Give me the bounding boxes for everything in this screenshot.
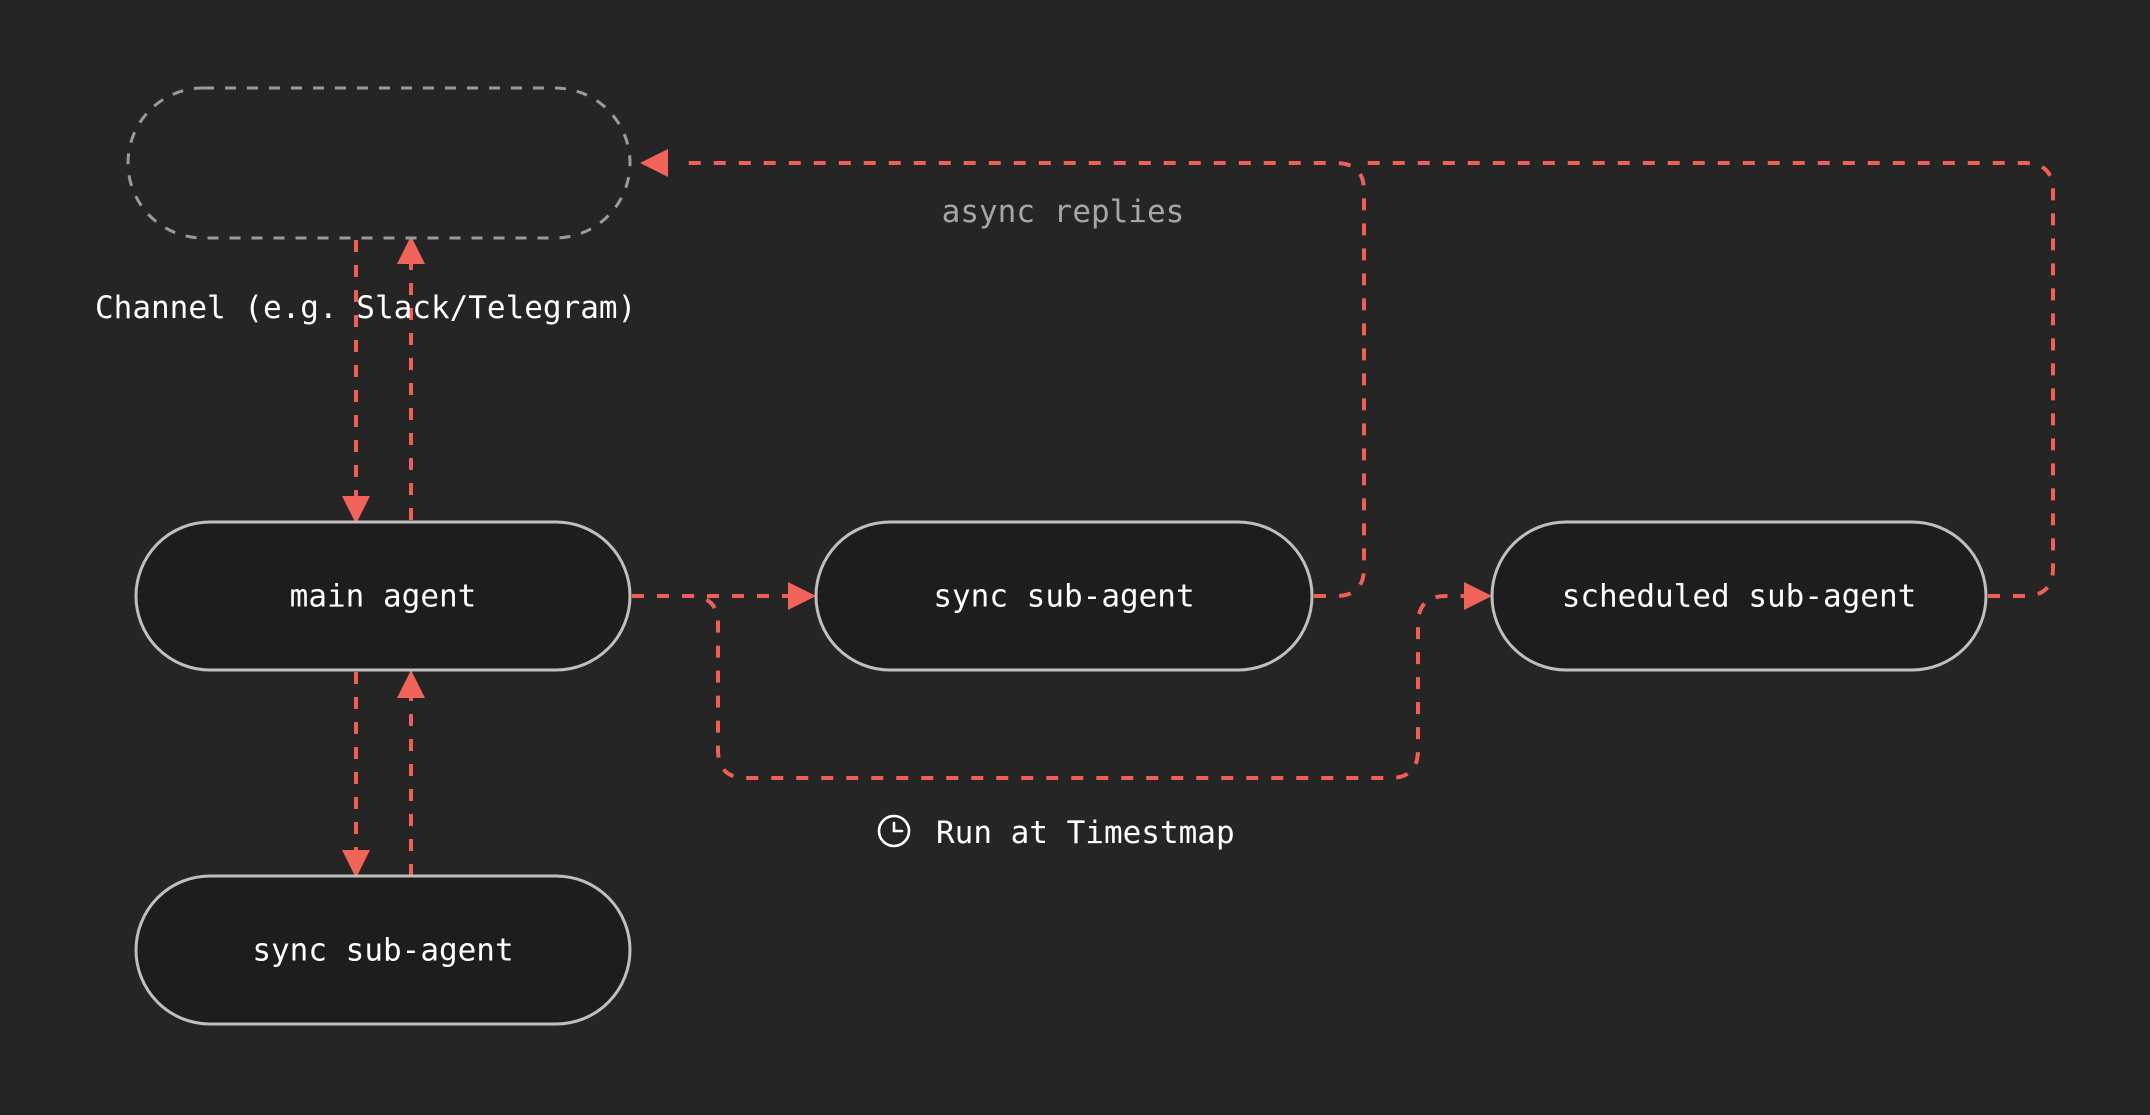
arrow-head-up (397, 236, 425, 264)
node-main-agent[interactable]: main agent (134, 520, 632, 672)
nodes-layer: main agent sync sub-agent scheduled sub-… (126, 86, 1988, 1026)
labels-layer: Channel (e.g. Slack/Telegram) async repl… (95, 194, 1235, 851)
arrow-head-right (1464, 582, 1492, 610)
sync-sub-agent-right-label: sync sub-agent (933, 579, 1194, 615)
edge-main-agent-to-scheduled (632, 582, 1492, 780)
edge-main-agent-to-sync-bottom (342, 672, 370, 878)
arrow-head-down (342, 850, 370, 878)
arrow-head-right (788, 582, 816, 610)
arrow-head-down (342, 496, 370, 524)
edge-sync-bottom-to-main-agent (397, 670, 425, 876)
main-agent-label: main agent (290, 579, 477, 615)
sync-sub-agent-bottom-label: sync sub-agent (252, 933, 513, 969)
arrow-head-up (397, 670, 425, 698)
edge-main-agent-to-channel (397, 236, 425, 520)
channel-caption: Channel (e.g. Slack/Telegram) (95, 290, 636, 326)
sync-sub-agent-right-box[interactable] (814, 520, 1314, 672)
clock-icon (877, 814, 911, 848)
run-at-timestamp-label: Run at Timestmap (936, 815, 1235, 851)
node-channel[interactable] (126, 86, 632, 240)
scheduled-sub-agent-label: scheduled sub-agent (1562, 579, 1917, 615)
node-scheduled-sub-agent[interactable]: scheduled sub-agent (1490, 520, 1988, 672)
channel-box[interactable] (126, 86, 632, 240)
node-sync-sub-agent-bottom[interactable]: sync sub-agent (134, 874, 632, 1026)
main-agent-box[interactable] (134, 520, 632, 672)
async-replies-label: async replies (942, 194, 1185, 230)
node-sync-sub-agent-right[interactable]: sync sub-agent (814, 520, 1314, 672)
arrow-head-left (640, 149, 668, 177)
sync-sub-agent-bottom-box[interactable] (134, 874, 632, 1026)
edge-channel-to-main-agent (342, 240, 370, 524)
scheduled-sub-agent-box[interactable] (1490, 520, 1988, 672)
edges-layer (342, 149, 2055, 878)
edge-sync-right-to-channel (640, 149, 1366, 598)
run-at-timestamp-group: Run at Timestmap (877, 814, 1235, 851)
